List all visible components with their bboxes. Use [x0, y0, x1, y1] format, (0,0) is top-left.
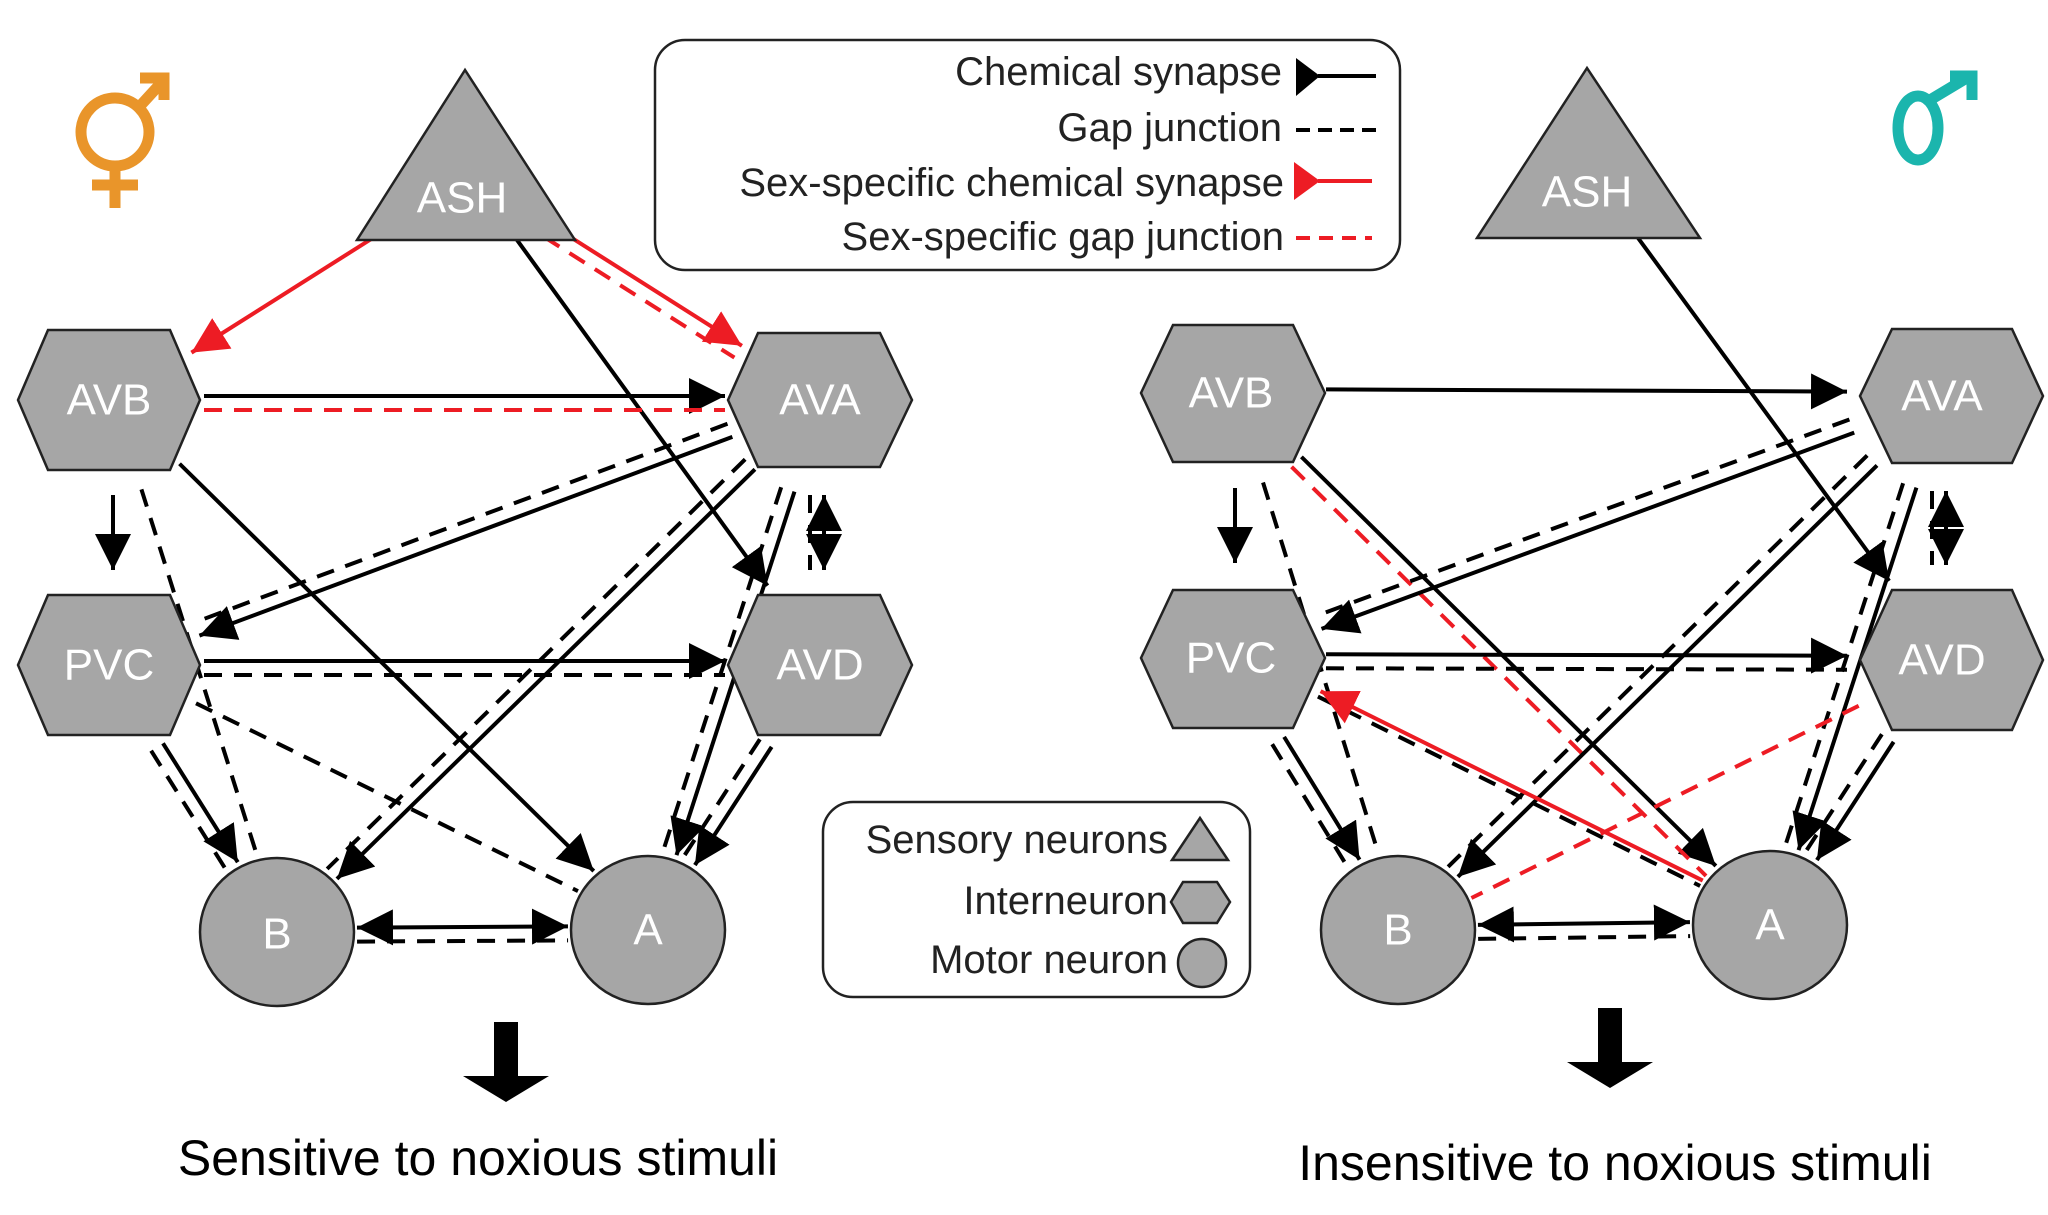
edge-B-A-chem-bi	[1477, 904, 1690, 943]
node-AVA: AVA	[1858, 327, 2045, 465]
legend-neurons: Sensory neurons Interneuron Motor neuron	[821, 800, 1252, 999]
outcome-label: Sensitive to noxious stimuli	[178, 1130, 778, 1186]
sex-specific-chemical-synapse-icon	[1294, 162, 1320, 200]
node-label: ASH	[1542, 168, 1632, 217]
node-label: B	[262, 910, 291, 959]
legend-label: Chemical synapse	[955, 50, 1282, 94]
down-arrow-icon	[1567, 1008, 1653, 1088]
node-A: A	[1691, 849, 1849, 1001]
edges-hermaphrodite	[95, 207, 842, 946]
male-symbol-icon	[1892, 70, 1978, 166]
legend-item-sensory: Sensory neurons	[866, 815, 1231, 862]
node-PVC: PVC	[16, 593, 202, 737]
edge-AVA-B-gap	[1446, 453, 1869, 869]
edge-ASH-AVA-gap-red	[517, 219, 736, 360]
edge-AVB-A-gap-red	[1290, 465, 1708, 878]
edge-AVA-PVC-chem	[198, 435, 734, 640]
chemical-synapse-icon	[1296, 58, 1320, 96]
legend-label: Sex-specific gap junction	[842, 215, 1284, 259]
legend-label: Sensory neurons	[866, 818, 1168, 862]
node-AVB: AVB	[16, 328, 202, 472]
node-AVA: AVA	[726, 331, 914, 469]
edge-AVD-A-gap	[1803, 733, 1884, 854]
node-A: A	[569, 854, 727, 1006]
edge-PVC-A-gap	[195, 701, 579, 893]
node-label: AVD	[776, 641, 863, 690]
legend-item-chemical-synapse: Chemical synapse	[955, 50, 1376, 96]
legend-label: Interneuron	[963, 879, 1168, 923]
legend-label: Sex-specific chemical synapse	[739, 161, 1284, 205]
node-ASH: ASH	[354, 67, 578, 242]
edge-PVC-B-gap	[1270, 743, 1350, 869]
edge-AVD-A-chem	[1815, 740, 1896, 862]
edge-AVA-PVC-gap	[193, 421, 729, 625]
legend-item-sex-specific-gap-junction: Sex-specific gap junction	[842, 215, 1372, 259]
node-AVB: AVB	[1139, 323, 1327, 464]
node-label: AVA	[1901, 372, 1983, 421]
triangle-icon	[1169, 815, 1231, 862]
edge-AVA-PVC-chem	[1320, 430, 1855, 634]
edge-AVB-A-chem	[1300, 455, 1718, 868]
circle-icon	[1176, 937, 1228, 989]
edge-PVC-B-gap	[149, 749, 228, 871]
legend-connections: Chemical synapse Gap junction Sex-specif…	[653, 38, 1402, 272]
legend-label: Gap junction	[1057, 106, 1282, 150]
legend-item-gap-junction: Gap junction	[1057, 106, 1376, 150]
edge-B-A-chem-bi	[356, 908, 568, 946]
edge-AVB-AVA-chem	[1326, 373, 1848, 410]
edge-AVA-B-gap	[325, 457, 747, 871]
edge-PVC-B-chem	[161, 742, 240, 864]
legend-item-sex-specific-chemical-synapse: Sex-specific chemical synapse	[739, 161, 1372, 205]
legend-label: Motor neuron	[930, 938, 1168, 982]
node-label: AVB	[67, 376, 152, 425]
edge-B-A-gap	[357, 938, 569, 944]
down-arrow-icon	[463, 1022, 549, 1102]
panel-hermaphrodite: ASH AVB AVA PVC AVD B A Sens	[16, 67, 914, 1186]
edge-AVA-PVC-gap	[1315, 417, 1851, 618]
edge-AVD-B-gap-red	[1470, 704, 1860, 900]
hermaphrodite-symbol-icon	[75, 72, 170, 208]
node-label: A	[633, 906, 663, 955]
edge-PVC-AVD-gap	[1325, 666, 1847, 672]
node-label: PVC	[64, 641, 154, 690]
node-B: B	[198, 856, 356, 1008]
edge-PVC-AVD-chem	[1326, 637, 1848, 674]
outcome-label: Insensitive to noxious stimuli	[1298, 1135, 1932, 1191]
edge-ASH-AVD-chem	[507, 228, 770, 587]
node-label: A	[1755, 901, 1785, 950]
node-label: AVB	[1189, 369, 1274, 418]
legend-item-interneuron: Interneuron	[963, 879, 1232, 925]
node-PVC: PVC	[1139, 588, 1327, 730]
node-B: B	[1319, 854, 1477, 1006]
edge-PVC-B-chem	[1282, 735, 1362, 861]
edge-AVD-A-chem	[693, 745, 774, 867]
node-label: AVA	[779, 376, 861, 425]
edge-B-A-gap	[1478, 934, 1691, 941]
edge-ASH-AVD-chem	[1629, 227, 1891, 583]
edge-AVA-A-chem	[1792, 486, 1919, 851]
node-label: B	[1383, 906, 1412, 955]
edge-A-PVC-chem-red	[1319, 689, 1704, 883]
edge-AVB-B-gap	[139, 488, 259, 856]
node-AVD: AVD	[726, 593, 914, 737]
edge-PVC-A-gap	[1317, 694, 1701, 888]
edge-AVB-A-chem	[178, 462, 596, 873]
legend-item-motor: Motor neuron	[930, 937, 1228, 989]
node-label: ASH	[417, 174, 507, 223]
edge-AVD-A-gap	[681, 738, 762, 859]
panel-male: ASH AVB AVA PVC AVD B A Inse	[1139, 65, 2045, 1191]
node-label: PVC	[1186, 634, 1276, 683]
hexagon-icon	[1169, 880, 1232, 925]
edges-male	[1217, 227, 1964, 943]
node-label: AVD	[1898, 636, 1985, 685]
node-ASH: ASH	[1474, 65, 1703, 240]
node-AVD: AVD	[1858, 588, 2045, 732]
